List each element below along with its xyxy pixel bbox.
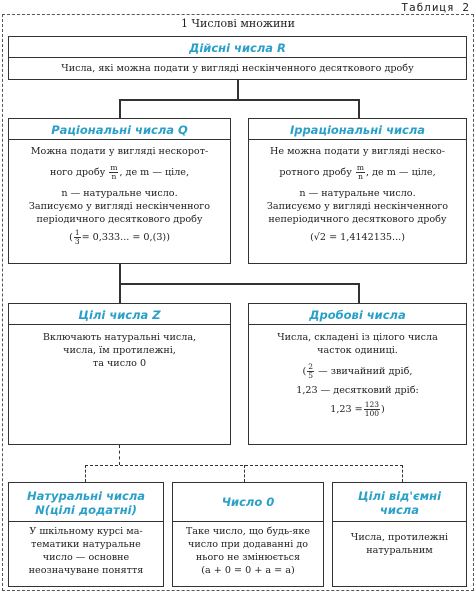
integer-text-line3: та число 0 (92, 358, 147, 369)
rational-text-line5: періодичного десяткового дробу (36, 214, 203, 225)
irrational-numbers-title: Ірраціональні числа (289, 123, 426, 137)
connector-rational-to-children (119, 264, 121, 284)
zero-title: Число 0 (221, 495, 275, 509)
connector-fractional-down (358, 283, 360, 303)
rational-numbers-title: Раціональні числа Q (51, 123, 188, 137)
rational-text-line3: n — натуральне число. (61, 188, 178, 199)
fractional-example-decimal: 1,23 — десятковий дріб: (296, 385, 419, 396)
negative-text-line2: натуральним (366, 545, 433, 556)
rational-numbers-box: Раціональні числа Q Можна подати у вигля… (8, 118, 231, 264)
real-numbers-box: Дійсні числа R Числа, які можна подати у… (8, 36, 467, 80)
integer-numbers-box: Цілі числа Z Включають натуральні числа,… (8, 303, 231, 445)
irrational-text-line4: Записуємо у вигляді нескінченного (266, 201, 449, 212)
table-number: Таблиця 2 (401, 1, 470, 14)
real-numbers-description: Числа, які можна подати у вигляді нескін… (61, 63, 414, 74)
zero-text-line4: (a + 0 = 0 + a = a) (201, 565, 295, 576)
natural-text-line2: тематики натуральне (31, 539, 141, 550)
negative-integers-box: Цілі від'ємні числа Числа, протилежні на… (332, 482, 467, 587)
fractional-text-line2: часток одиниці. (317, 345, 398, 356)
connector-zero-down (244, 465, 245, 482)
section-title: 1 Числові множини (181, 17, 295, 30)
connector-integer-down (119, 283, 121, 303)
rational-text-line4: Записуємо у вигляді нескінченного (28, 201, 211, 212)
irrational-example: (√2 = 1,4142135...) (310, 232, 405, 243)
fractional-numbers-title: Дробові числа (309, 308, 406, 322)
connector-natural-down (85, 465, 86, 482)
connector-real-down (237, 80, 239, 99)
integer-text-line2: числа, їм протилежні, (63, 345, 176, 356)
natural-text-line3: число — основне (42, 552, 130, 563)
zero-text-line2: число при додаванні до (187, 539, 309, 550)
irrational-text-line1: Не можна подати у вигляді неско- (269, 146, 446, 157)
natural-numbers-box: Натуральні числа N(цілі додатні) У шкіль… (8, 482, 164, 587)
connector-negative-down (402, 465, 403, 482)
irrational-text-line3: n — натуральне число. (299, 188, 416, 199)
natural-text-line1: У шкільному курсі ма- (29, 526, 143, 537)
natural-text-line4: неозначуване поняття (28, 565, 144, 576)
natural-numbers-subtitle: N(цілі додатні) (35, 503, 137, 517)
connector-rational-horizontal (119, 283, 359, 285)
connector-real-horizontal (119, 99, 359, 101)
fractional-numbers-box: Дробові числа Числа, складені із цілого … (248, 303, 467, 445)
natural-numbers-title: Натуральні числа (26, 489, 146, 503)
connector-integer-to-children (119, 445, 120, 465)
zero-box: Число 0 Таке число, що будь-яке число пр… (172, 482, 324, 587)
zero-text-line1: Таке число, що будь-яке (185, 526, 311, 537)
integer-text-line1: Включають натуральні числа, (42, 332, 197, 343)
irrational-numbers-box: Ірраціональні числа Не можна подати у ви… (248, 118, 467, 264)
negative-text-line1: Числа, протилежні (350, 532, 449, 543)
fractional-text-line1: Числа, складені із цілого числа (277, 332, 438, 343)
rational-text-line1: Можна подати у вигляді нескорот- (30, 146, 209, 157)
outer-frame (2, 14, 474, 591)
integer-numbers-title: Цілі числа Z (78, 308, 161, 322)
zero-text-line3: нього не змінюється (195, 552, 301, 563)
connector-rational-down (119, 99, 121, 118)
negative-integers-title: Цілі від'ємні (357, 489, 442, 503)
connector-irrational-down (358, 99, 360, 118)
negative-integers-subtitle: числа (380, 503, 419, 517)
irrational-text-line5: неперіодичного десяткового дробу (268, 214, 447, 225)
real-numbers-title: Дійсні числа R (189, 41, 286, 55)
